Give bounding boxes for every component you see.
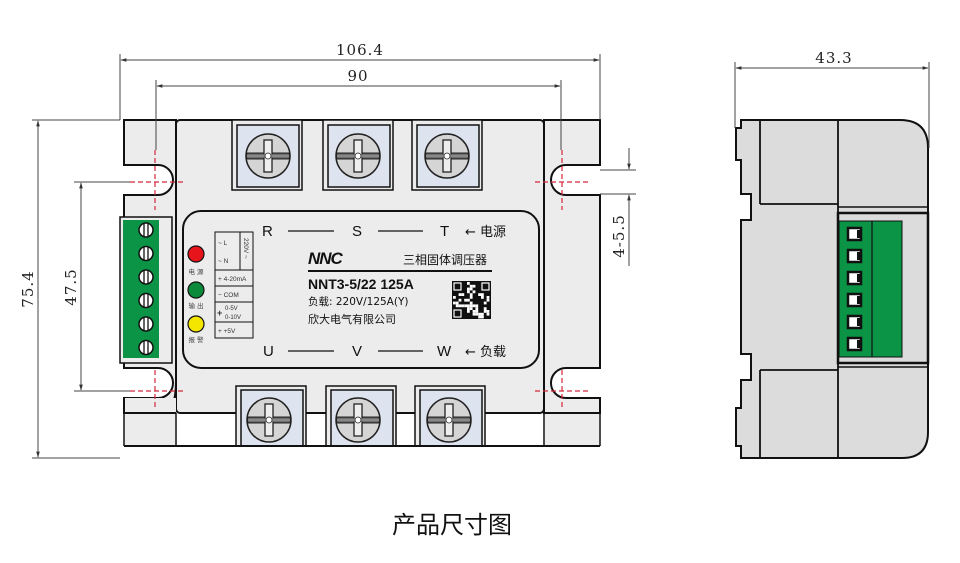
- legend-common: − COM: [218, 292, 239, 299]
- brand-logo: NNC: [308, 249, 344, 268]
- terminal-label-v: V: [352, 343, 362, 360]
- terminal-screw-u: [246, 397, 292, 443]
- dim-overall-width: 106.4: [336, 41, 384, 59]
- terminal-screw-s: [335, 133, 381, 179]
- control-terminal-screw: [138, 222, 154, 238]
- model-number: NNT3-5/22 125A: [308, 276, 414, 292]
- side-view: [735, 119, 930, 459]
- legend-ac-l: ~ L: [218, 240, 228, 247]
- terminal-screw-w: [426, 397, 472, 443]
- front-dimensions: [32, 54, 636, 459]
- side-terminal-block: [838, 220, 903, 358]
- dim-mount-slot: 4-5.5: [610, 214, 628, 257]
- control-terminal-screw: [138, 339, 154, 356]
- terminal-screw-t: [424, 133, 470, 179]
- right-mount-flange: [543, 119, 601, 414]
- control-terminal-block: [119, 216, 173, 364]
- power-indicator-label: 电 源: [188, 267, 204, 276]
- output-indicator-label: 输 出: [188, 301, 203, 310]
- legend-voltage-sign: +: [217, 308, 222, 318]
- control-terminal-screw: [138, 269, 154, 285]
- terminal-screw-v: [335, 397, 381, 443]
- load-spec: 负载: 220V/125A(Y): [308, 295, 408, 308]
- terminal-label-s: S: [352, 223, 362, 240]
- alarm-indicator-light: [187, 315, 205, 333]
- terminal-label-u: U: [263, 343, 274, 360]
- input-power-label: ← 电源: [465, 225, 506, 240]
- qr-code: [452, 281, 491, 319]
- legend-voltage-0-10: 0-10V: [225, 315, 241, 321]
- dim-overall-height: 75.4: [19, 270, 37, 307]
- output-terminal-covers: [235, 385, 486, 447]
- input-terminal-covers: [231, 119, 483, 191]
- side-dimensions: [734, 62, 930, 148]
- front-view: R S T ← 电源 U V W ← 负载 NNC 三相固体调压器 NNT3-5…: [119, 119, 601, 447]
- control-terminal-legend: ~ L ~ N 220V ~ + 4-20mA − COM + 0-5V 0-1…: [214, 231, 254, 339]
- legend-current-input: + 4-20mA: [218, 276, 247, 283]
- dim-mount-spacing-x: 90: [347, 67, 368, 85]
- power-indicator-light: [187, 245, 205, 263]
- manufacturer: 欣大电气有限公司: [308, 312, 396, 326]
- product-type: 三相固体调压器: [403, 253, 487, 267]
- alarm-indicator-label: 报 警: [188, 335, 204, 344]
- label-plate: R S T ← 电源 U V W ← 负载 NNC 三相固体调压器 NNT3-5…: [182, 210, 540, 369]
- mount-hole-center-marks: [130, 150, 588, 410]
- output-indicator-light: [187, 281, 205, 299]
- terminal-label-r: R: [262, 223, 273, 240]
- terminal-screw-r: [245, 133, 291, 179]
- output-load-label: ← 负载: [465, 345, 506, 360]
- indicator-lights: 电 源 输 出 报 警: [187, 245, 205, 344]
- dim-mount-spacing-y: 47.5: [62, 268, 80, 305]
- control-terminal-screw: [138, 292, 154, 309]
- control-terminal-screw: [138, 316, 154, 332]
- dim-depth: 43.3: [815, 49, 852, 67]
- terminal-label-w: W: [437, 343, 452, 360]
- legend-voltage-0-5: 0-5V: [225, 306, 238, 312]
- control-terminal-screw: [138, 245, 154, 262]
- legend-supply-5v: + +5V: [218, 328, 236, 335]
- page-title: 产品尺寸图: [392, 511, 512, 539]
- legend-ac-n: ~ N: [218, 258, 229, 265]
- terminal-label-t: T: [440, 223, 449, 240]
- legend-ac-voltage: 220V ~: [242, 238, 249, 259]
